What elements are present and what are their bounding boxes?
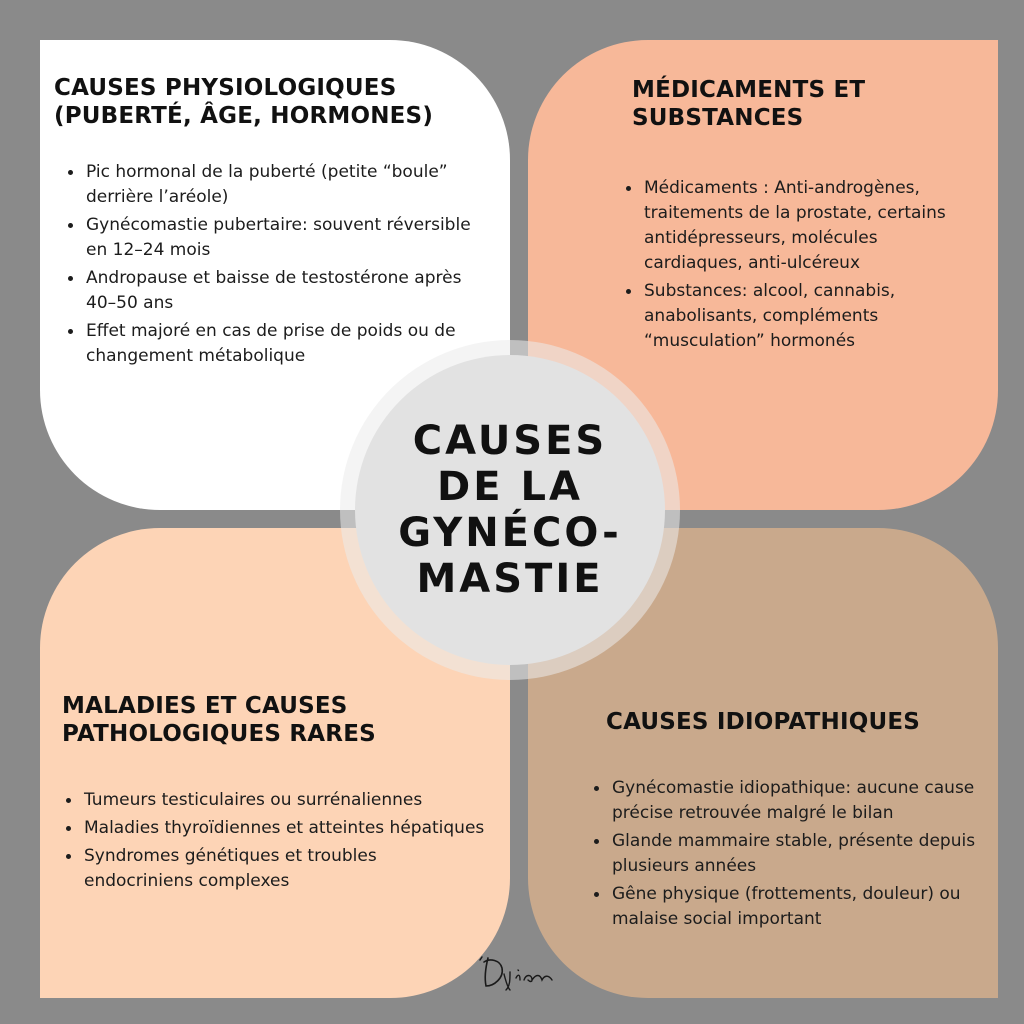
panel-title: CAUSES IDIOPATHIQUES: [606, 708, 980, 736]
panel-title-line: CAUSES IDIOPATHIQUES: [606, 709, 921, 735]
list-item: Gynécomastie pubertaire: souvent réversi…: [64, 213, 490, 263]
list-item: Gêne physique (frottements, douleur) ou …: [590, 882, 980, 932]
list-item: Pic hormonal de la puberté (petite “boul…: [64, 160, 490, 210]
signature-logo: [479, 956, 553, 991]
panel-title-line: MÉDICAMENTS ET: [632, 77, 866, 103]
panel-bullet-list: Pic hormonal de la puberté (petite “boul…: [54, 160, 490, 369]
list-item: Tumeurs testiculaires ou surrénaliennes: [62, 788, 490, 813]
list-item: Andropause et baisse de testostérone apr…: [64, 266, 490, 316]
list-item: Glande mammaire stable, présente depuis …: [590, 829, 980, 879]
panel-physiological-causes: CAUSES PHYSIOLOGIQUES (PUBERTÉ, ÂGE, HOR…: [40, 40, 510, 510]
center-title-line: MASTIE: [416, 556, 604, 602]
list-item: Syndromes génétiques et troubles endocri…: [62, 844, 490, 894]
panel-title-line: SUBSTANCES: [632, 105, 804, 131]
list-item: Substances: alcool, cannabis, anabolisan…: [622, 279, 978, 354]
panel-title: MÉDICAMENTS ET SUBSTANCES: [632, 76, 978, 132]
panel-bullet-list: Gynécomastie idiopathique: aucune cause …: [590, 776, 980, 932]
center-title-line: DE LA: [437, 464, 583, 510]
panel-title-line: (PUBERTÉ, ÂGE, HORMONES): [54, 103, 434, 129]
list-item: Gynécomastie idiopathique: aucune cause …: [590, 776, 980, 826]
center-title-circle: CAUSES DE LA GYNÉCO- MASTIE: [355, 355, 665, 665]
center-title-line: CAUSES: [412, 418, 608, 464]
list-item: Maladies thyroïdiennes et atteintes hépa…: [62, 816, 490, 841]
panel-title: MALADIES ET CAUSES PATHOLOGIQUES RARES: [62, 692, 490, 748]
panel-title-line: PATHOLOGIQUES RARES: [62, 721, 376, 747]
list-item: Médicaments : Anti-androgènes, traitemen…: [622, 176, 978, 276]
panel-pathological-causes: MALADIES ET CAUSES PATHOLOGIQUES RARES T…: [40, 528, 510, 998]
panel-title: CAUSES PHYSIOLOGIQUES (PUBERTÉ, ÂGE, HOR…: [54, 74, 490, 130]
panel-title-line: MALADIES ET CAUSES: [62, 693, 348, 719]
center-title-line: GYNÉCO-: [398, 510, 622, 556]
panel-bullet-list: Tumeurs testiculaires ou surrénaliennes …: [62, 788, 490, 894]
panel-title-line: CAUSES PHYSIOLOGIQUES: [54, 75, 397, 101]
list-item: Effet majoré en cas de prise de poids ou…: [64, 319, 490, 369]
panel-bullet-list: Médicaments : Anti-androgènes, traitemen…: [622, 176, 978, 354]
